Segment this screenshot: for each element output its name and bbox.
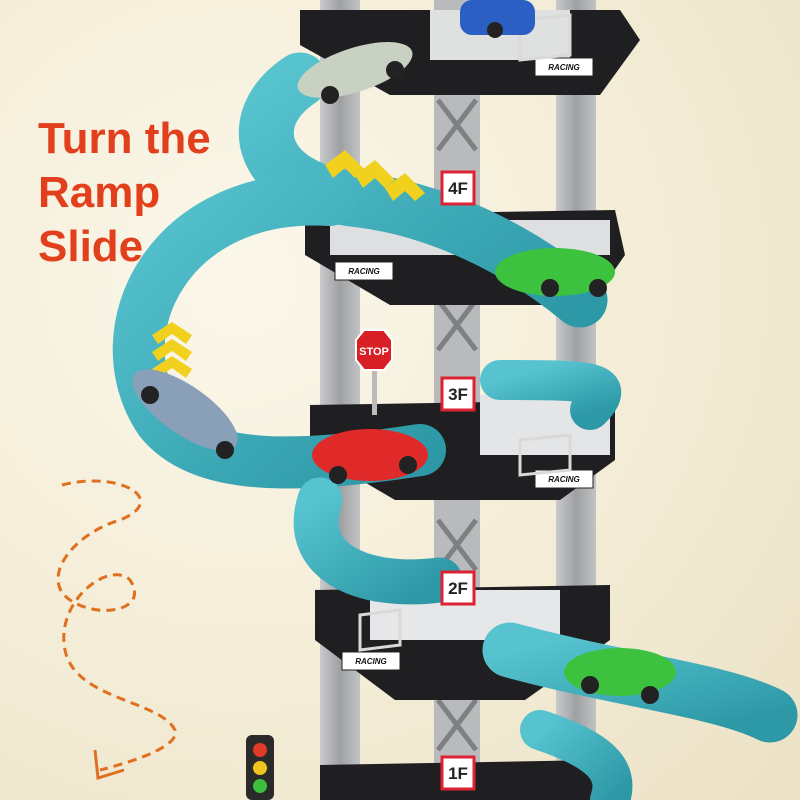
- headline: Turn the Ramp Slide: [38, 112, 211, 274]
- stop-sign: STOP: [355, 329, 393, 415]
- svg-text:RACING: RACING: [355, 657, 387, 666]
- svg-text:RACING: RACING: [548, 475, 580, 484]
- svg-text:4F: 4F: [448, 179, 468, 198]
- racing-banner-top: RACING: [534, 57, 594, 77]
- svg-text:1F: 1F: [448, 764, 468, 783]
- racing-banner-2f: RACING: [341, 651, 401, 671]
- car-chrome-sports: [132, 369, 238, 459]
- svg-text:STOP: STOP: [359, 346, 389, 358]
- car-silver-sports: [297, 42, 413, 104]
- headline-line-3: Slide: [38, 222, 144, 271]
- headline-line-1: Turn the: [38, 114, 211, 163]
- floor-sign-3f: 3F: [440, 376, 476, 412]
- traffic-light: [246, 735, 274, 800]
- arrow-head: [93, 749, 125, 780]
- dashed-arrow-path: [56, 479, 177, 772]
- chevrons-upper: [325, 150, 425, 201]
- car-green-lower: [564, 648, 676, 704]
- svg-text:3F: 3F: [448, 385, 468, 404]
- floor-sign-2f: 2F: [440, 570, 476, 606]
- pillar-left: [320, 0, 360, 800]
- racing-banner-4f: RACING: [334, 261, 394, 281]
- floor-sign-4f: 4F: [440, 170, 476, 206]
- car-blue: [460, 0, 535, 38]
- floor-sign-1f: 1F: [440, 755, 476, 791]
- car-green-upper: [495, 248, 615, 297]
- svg-text:RACING: RACING: [548, 63, 580, 72]
- barrier-fences: [358, 13, 572, 652]
- car-red: [312, 429, 428, 484]
- svg-text:RACING: RACING: [348, 267, 380, 276]
- headline-line-2: Ramp: [38, 168, 161, 217]
- svg-text:2F: 2F: [448, 579, 468, 598]
